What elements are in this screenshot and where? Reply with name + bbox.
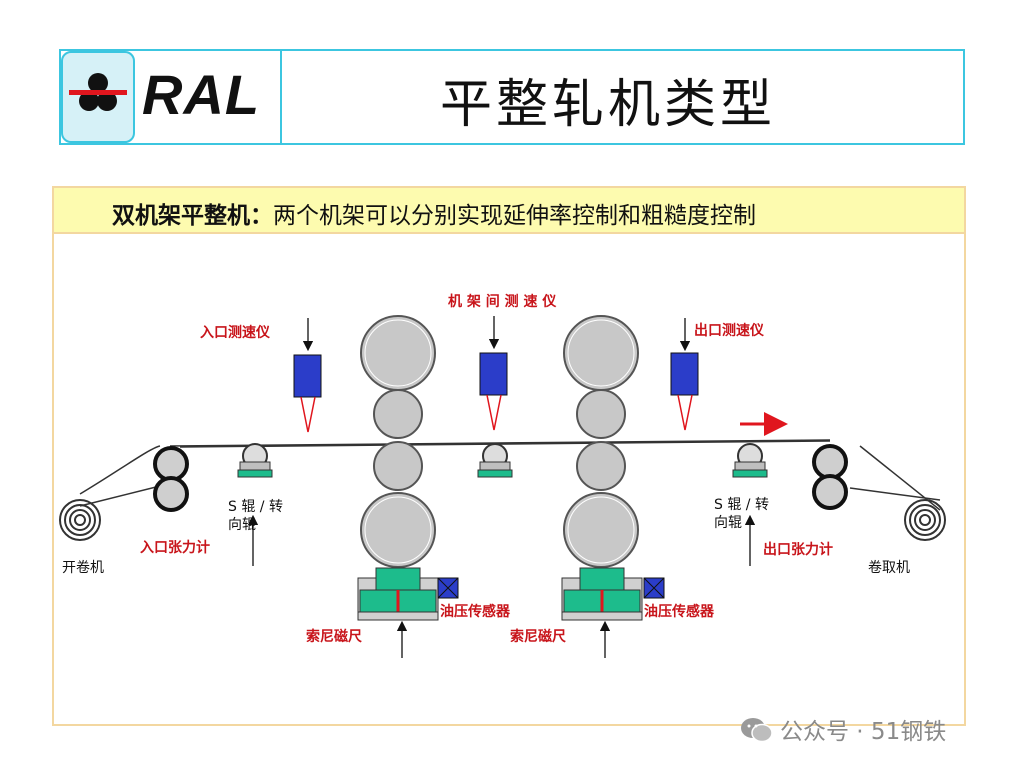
uncoiler-coil	[59, 499, 101, 541]
exit-bridle-rolls	[812, 444, 848, 510]
stand-1-rolls	[360, 315, 436, 568]
page-title: 平整轧机类型	[440, 75, 777, 135]
exit-speed-meter-label: 出口测速仪	[694, 323, 764, 339]
header-divider	[280, 49, 282, 145]
entry-speed-meter-label: 入口测速仪	[200, 325, 270, 341]
entry-s-roll-label: S 辊 / 转 向辊	[228, 499, 283, 533]
inter-stand-speed-meter-label: 机 架 间 测 速 仪	[448, 294, 557, 310]
entry-bridle-rolls	[153, 446, 189, 512]
stand-1-hydraulic-cylinder	[357, 567, 459, 621]
hydraulic-sensor-1-label: 油压传感器	[440, 604, 510, 620]
subtitle-text: 两个机架可以分别实现延伸率控制和粗糙度控制	[273, 203, 756, 229]
entry-speed-meter-device	[293, 354, 322, 433]
subtitle: 双机架平整机：两个机架可以分别实现延伸率控制和粗糙度控制	[112, 196, 756, 230]
sony-scale-1-label: 索尼磁尺	[306, 629, 362, 645]
coiler-label: 卷取机	[868, 560, 910, 576]
ral-logo-icon	[69, 73, 127, 111]
uncoiler-label: 开卷机	[62, 560, 104, 576]
exit-s-roll-label: S 辊 / 转 向辊	[714, 497, 769, 531]
sony-scale-2-label: 索尼磁尺	[510, 629, 566, 645]
stand-2-hydraulic-cylinder	[561, 567, 665, 621]
exit-speed-meter-device	[670, 352, 699, 431]
stand-2-rolls	[563, 315, 639, 568]
subtitle-bar	[54, 188, 964, 234]
entry-tension-meter-label: 入口张力计	[140, 540, 210, 556]
ral-logo	[61, 51, 135, 143]
hydraulic-sensor-2-label: 油压传感器	[644, 604, 714, 620]
inter-stand-tension-roll	[477, 443, 513, 478]
header-frame	[59, 49, 965, 145]
coiler-coil	[904, 499, 946, 541]
inter-stand-speed-meter-device	[479, 352, 508, 431]
watermark-text: 公众号 · 51钢铁	[780, 719, 947, 745]
logo-text: RAL	[142, 63, 261, 126]
subtitle-bold: 双机架平整机：	[112, 202, 273, 229]
entry-tension-roll	[237, 443, 273, 478]
wechat-icon	[741, 718, 773, 743]
pointer-arrows	[247, 316, 756, 658]
exit-tension-meter-label: 出口张力计	[763, 542, 833, 558]
exit-tension-roll	[732, 443, 768, 478]
